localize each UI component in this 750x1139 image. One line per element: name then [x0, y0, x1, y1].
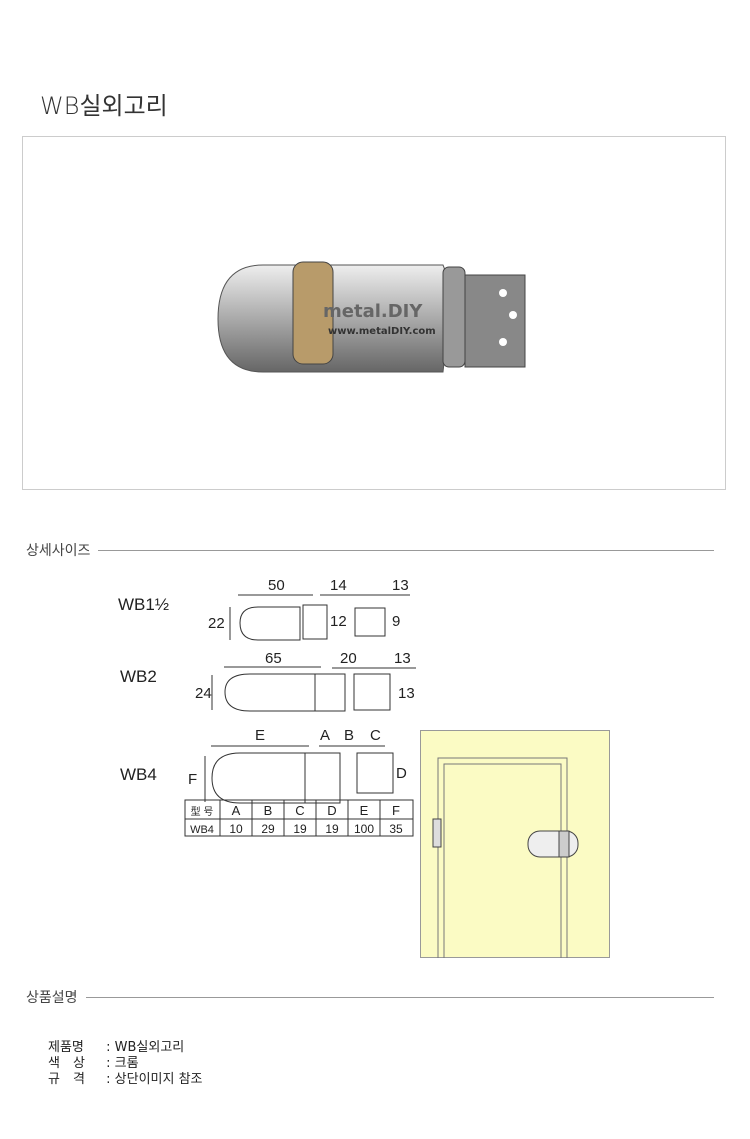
- dim: B: [344, 727, 354, 744]
- dim: 12: [330, 613, 347, 630]
- info-row: 색 상 : 크롬: [48, 1056, 139, 1071]
- info-value: WB실외고리: [114, 1040, 185, 1055]
- model-label: WB2: [120, 667, 157, 686]
- door-illustration: [420, 730, 610, 958]
- info-value: 상단이미지 참조: [114, 1072, 203, 1087]
- table-header: A: [232, 803, 241, 818]
- info-key: 색 상: [48, 1056, 85, 1071]
- watermark: metal.DIY: [323, 301, 423, 322]
- section-title: 상세사이즈: [26, 543, 91, 559]
- info-row: 규 격 : 상단이미지 참조: [48, 1072, 203, 1087]
- table-header: B: [264, 803, 273, 818]
- dim: 24: [195, 685, 212, 702]
- table-cell: 35: [389, 822, 403, 836]
- info-value: 크롬: [114, 1056, 139, 1071]
- dim: 65: [265, 650, 282, 667]
- dim: 9: [392, 613, 400, 630]
- table-header: 型 号: [191, 805, 214, 818]
- dim: 50: [268, 577, 285, 594]
- table-cell: 19: [325, 822, 339, 836]
- table-cell: WB4: [190, 824, 214, 836]
- section-title: 상품설명: [26, 990, 78, 1006]
- product-photo: metal.DIY www.metalDIY.com: [22, 136, 726, 490]
- dim: 14: [330, 577, 347, 594]
- dim: 13: [392, 577, 409, 594]
- product-info: 제품명 : WB실외고리 색 상 : 크롬 규 격 : 상단이미지 참조: [48, 1040, 203, 1088]
- table-cell: 19: [293, 822, 307, 836]
- table-cell: 100: [354, 822, 374, 836]
- section-size-header: 상세사이즈: [26, 540, 714, 560]
- table-header: F: [392, 803, 400, 818]
- size-diagram: WB1½ 50 14 13 22 12 9 WB2 65 20 13 24 13…: [118, 577, 416, 837]
- dim: F: [188, 771, 197, 788]
- dim: D: [396, 765, 407, 782]
- hasp-image: metal.DIY www.metalDIY.com: [217, 261, 526, 373]
- dim: 20: [340, 650, 357, 667]
- dim: E: [255, 727, 265, 744]
- table-header: E: [360, 803, 369, 818]
- table-cell: 29: [261, 822, 275, 836]
- table-header: C: [295, 803, 304, 818]
- info-key: 제품명: [48, 1040, 84, 1055]
- section-desc-header: 상품설명: [26, 987, 714, 1007]
- table-header: D: [327, 803, 336, 818]
- dim: 13: [394, 650, 411, 667]
- dim: A: [320, 727, 330, 744]
- info-key: 규 격: [48, 1072, 85, 1087]
- page-title: WB실외고리: [40, 92, 168, 120]
- spec-table: 型 号 A B C D E F WB4 10 29 19 19 100 35: [190, 803, 403, 836]
- model-label: WB4: [120, 765, 157, 784]
- watermark-url: www.metalDIY.com: [328, 326, 436, 337]
- model-label: WB1½: [118, 595, 169, 614]
- table-cell: 10: [229, 822, 243, 836]
- dim: C: [370, 727, 381, 744]
- dim: 22: [208, 615, 225, 632]
- dim: 13: [398, 685, 415, 702]
- info-row: 제품명 : WB실외고리: [48, 1040, 185, 1055]
